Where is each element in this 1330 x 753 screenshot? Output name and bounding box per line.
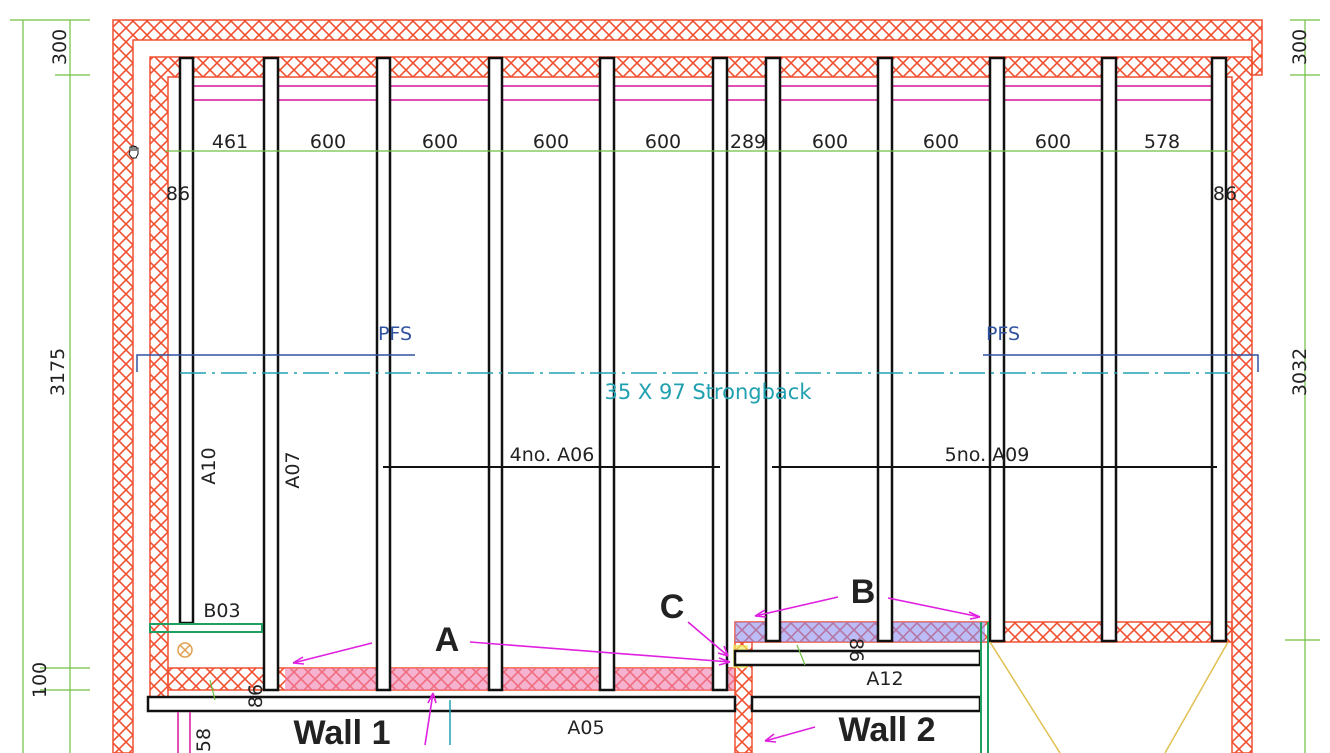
arrow-a-right xyxy=(469,641,731,666)
rim-board xyxy=(192,85,1213,101)
joist xyxy=(711,56,729,692)
board-a05-cont xyxy=(750,695,982,713)
dim-86-right: 86 xyxy=(1213,183,1237,205)
arrow-c xyxy=(687,621,729,657)
dim-3175: 3175 xyxy=(47,348,69,396)
arrow-a-left xyxy=(292,642,373,665)
callout-wall-1: Wall 1 xyxy=(294,714,391,752)
dim-600: 600 xyxy=(310,131,346,153)
arrow-wall-1 xyxy=(424,692,437,746)
dim-600: 600 xyxy=(1035,131,1071,153)
dimension-lines xyxy=(10,19,1320,753)
inner-wall xyxy=(149,56,1253,753)
dim-100: 100 xyxy=(29,662,51,698)
callout-a: A xyxy=(435,621,460,659)
joist xyxy=(764,56,782,643)
board-a05 xyxy=(146,695,737,713)
joist xyxy=(487,56,504,692)
dim-600: 600 xyxy=(812,131,848,153)
dim-600: 600 xyxy=(533,131,569,153)
service-symbol-icon xyxy=(177,642,193,658)
joist-label-a06: 4no. A06 xyxy=(510,444,595,466)
joist xyxy=(1210,56,1228,643)
joist xyxy=(876,56,894,643)
joist xyxy=(375,56,392,692)
callout-arrows xyxy=(292,596,981,746)
dim-300-right: 300 xyxy=(1289,29,1311,65)
joist xyxy=(178,56,195,625)
dim-3032: 3032 xyxy=(1289,348,1311,396)
stair-diagonal xyxy=(989,641,1061,753)
joists xyxy=(178,56,1228,692)
highlight-a xyxy=(285,668,735,690)
dim-578: 578 xyxy=(1144,131,1180,153)
dim-600: 600 xyxy=(422,131,458,153)
dim-289: 289 xyxy=(730,131,766,153)
label-a07: A07 xyxy=(282,451,304,488)
joist-label-a09: 5no. A09 xyxy=(945,444,1030,466)
dim-86-left: 86 xyxy=(166,183,190,205)
strongback-label: 35 X 97 Strongback xyxy=(605,380,813,404)
dim-300-left: 300 xyxy=(49,29,71,65)
label-a12: A12 xyxy=(866,668,903,690)
dimension-text: 461 600 600 600 600 289 600 600 600 578 … xyxy=(29,29,1311,752)
joist xyxy=(988,56,1006,643)
outer-wall xyxy=(112,19,1263,753)
callout-b: B xyxy=(851,573,876,611)
label-a10: A10 xyxy=(198,447,220,484)
joist xyxy=(1100,56,1118,643)
board-b03 xyxy=(149,623,263,633)
dim-600: 600 xyxy=(645,131,681,153)
dim-58: 58 xyxy=(193,728,215,752)
dim-86-wall2: 86 xyxy=(845,638,867,662)
callout-wall-2: Wall 2 xyxy=(839,711,936,749)
arrow-b-right xyxy=(887,597,981,620)
hand-cursor-icon xyxy=(128,145,139,159)
callout-c: C xyxy=(660,588,685,626)
pfs-markers xyxy=(136,354,1259,372)
dim-461: 461 xyxy=(212,131,248,153)
joist xyxy=(262,56,280,692)
pfs-label-right: PFS xyxy=(986,323,1020,345)
stair-diagonal xyxy=(1164,641,1229,753)
arrow-b-left xyxy=(754,596,839,618)
arrow-wall-2 xyxy=(764,726,816,743)
dim-600: 600 xyxy=(923,131,959,153)
highlight-b xyxy=(735,622,985,642)
joist xyxy=(598,56,616,692)
label-b03: B03 xyxy=(203,600,240,622)
label-a05: A05 xyxy=(567,717,604,739)
pfs-label-left: PFS xyxy=(378,323,412,345)
dim-86-wall1: 86 xyxy=(245,684,267,708)
